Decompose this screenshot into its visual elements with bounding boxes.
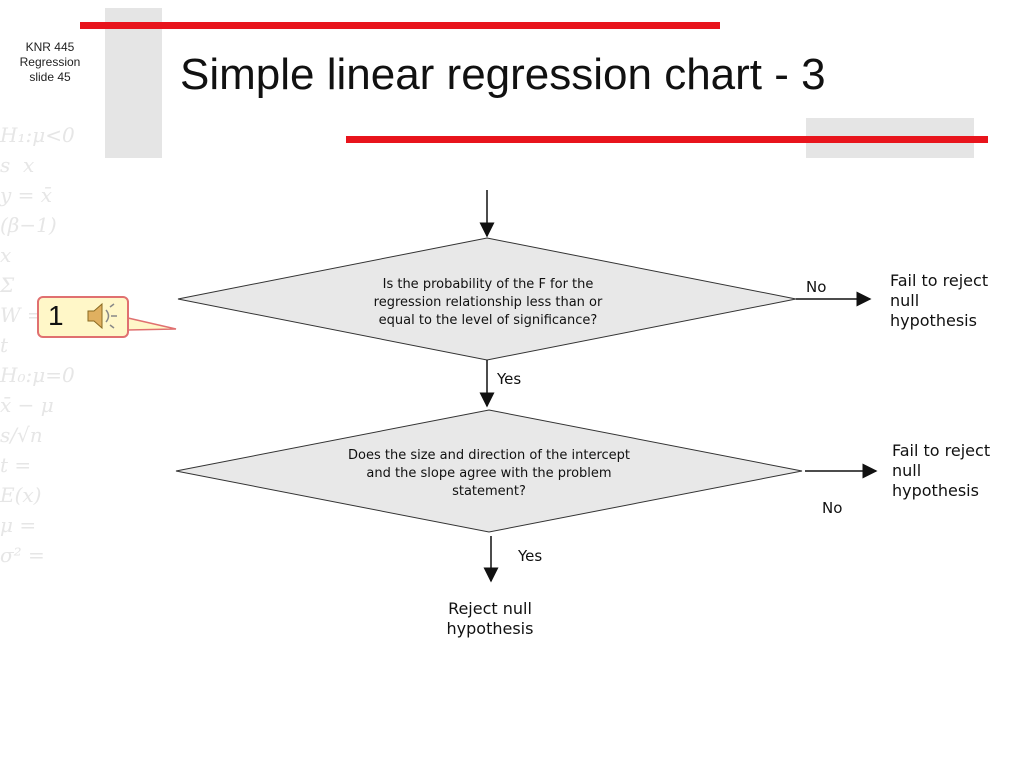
slide-title: Simple linear regression chart - 3 [180, 50, 826, 99]
speaker-icon[interactable] [84, 300, 122, 332]
decision-1-yes-label: Yes [497, 370, 522, 388]
decision-2-no-outcome: Fail to reject null hypothesis [892, 441, 991, 500]
decision-2-no-label: No [822, 499, 843, 517]
gray-block-top-left [105, 8, 162, 158]
decision-2-text: Does the size and direction of the inter… [348, 448, 630, 499]
decision-2-yes-label: Yes [518, 547, 543, 565]
decision-1-no-label: No [806, 278, 827, 296]
course-label: KNR 445 Regression slide 45 [19, 40, 81, 84]
decision-2-diamond [175, 409, 803, 533]
callout-number: 1 [48, 300, 64, 331]
callout-pointer [127, 317, 177, 331]
red-rule-bottom [346, 136, 988, 143]
red-rule-top [80, 22, 720, 29]
decision-1-no-outcome: Fail to reject null hypothesis [890, 271, 989, 330]
decision-1-text: Is the probability of the F for the regr… [373, 277, 603, 328]
decision-2-yes-outcome: Reject null hypothesis [446, 599, 534, 638]
audio-callout[interactable] [37, 296, 129, 338]
